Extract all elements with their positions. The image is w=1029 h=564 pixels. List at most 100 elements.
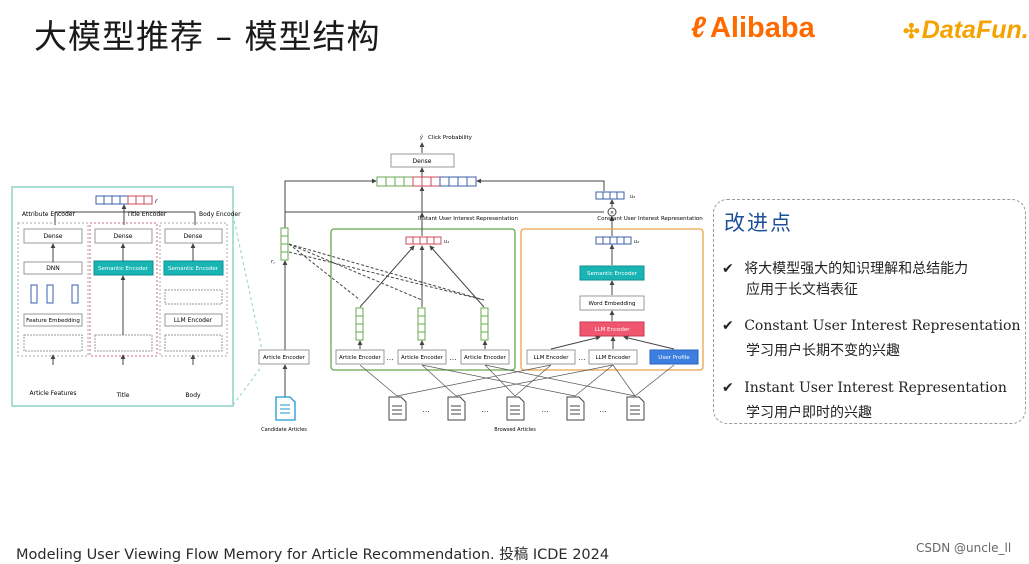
check-icon: ✔ <box>722 261 734 277</box>
article-features-label: Article Features <box>30 390 77 397</box>
check-icon: ✔ <box>722 380 734 396</box>
paper-citation: Modeling User Viewing Flow Memory for Ar… <box>16 547 610 563</box>
svg-text:u₂: u₂ <box>634 239 639 245</box>
improvement-2-line-2: 学习用户长期不变的兴趣 <box>746 343 900 359</box>
llm-encoder-box-2 <box>588 349 638 365</box>
browsed-article-encoder-2-label: Article Encoder <box>401 355 444 361</box>
body-dense-label: Dense <box>184 233 203 240</box>
title-semantic-encoder-label: Semantic Encoder <box>98 266 149 272</box>
doc-encoder-links <box>359 364 675 397</box>
browsed-vector-2 <box>417 307 426 341</box>
title-encoder-label: Title Encoder <box>126 211 167 218</box>
ellipsis-1: … <box>387 354 394 362</box>
browsed-articles-label: Browsed Articles <box>494 427 536 433</box>
body-semantic-encoder-label: Semantic Encoder <box>168 266 219 272</box>
top-dense-label: Dense <box>413 158 432 165</box>
llm-encoder-red-label: LLM Encoder <box>594 327 630 333</box>
instant-interest-module <box>330 228 516 371</box>
browsed-article-encoder-3-label: Article Encoder <box>464 355 507 361</box>
user-profile-block <box>649 349 699 365</box>
doc-ellipsis-3: … <box>542 406 549 414</box>
user-profile-label: User Profile <box>658 355 690 361</box>
browsed-article-encoder-1 <box>335 349 385 365</box>
llm-encoder-box-2-label: LLM Encoder <box>595 355 631 361</box>
llm-encoder-red-block <box>579 321 645 337</box>
browsed-doc-icon-5 <box>626 396 645 421</box>
llm-encoder-box-1 <box>526 349 576 365</box>
semantic-encoder-label: Semantic Encoder <box>587 271 638 277</box>
browsed-doc-icon-1 <box>388 396 407 421</box>
csdn-credit: CSDN @uncle_ll <box>916 541 1012 555</box>
body-input-tokens <box>164 334 223 352</box>
title-dense-label: Dense <box>114 233 133 240</box>
title-dense-block <box>94 228 153 244</box>
candidate-article-encoder <box>258 349 310 365</box>
output-vector-label: r <box>155 198 158 205</box>
body-dense-block <box>164 228 223 244</box>
word-embedding-label: Word Embedding <box>588 301 635 307</box>
browsed-article-encoder-2 <box>397 349 447 365</box>
doc-ellipsis-2: … <box>482 406 489 414</box>
browsed-article-encoder-3 <box>460 349 510 365</box>
improvement-item-1: ✔ 将大模型强大的知识理解和总结能力 <box>722 258 968 278</box>
check-icon: ✔ <box>722 318 734 334</box>
alibaba-mark-icon: ℓ <box>691 12 706 44</box>
attr-input-tokens <box>23 334 83 352</box>
body-input-label: Body <box>185 392 201 399</box>
improvement-item-2: ✔ Constant User Interest Representation <box>722 318 1020 334</box>
browsed-vector-3 <box>480 307 489 341</box>
body-encoder-label: Body Encoder <box>199 211 241 218</box>
constant-interest-module <box>520 228 704 371</box>
svg-text:u₂: u₂ <box>630 194 635 200</box>
improvement-3-line-2: 学习用户即时的兴趣 <box>746 405 872 421</box>
llm-encoder-box-1-label: LLM Encoder <box>533 355 569 361</box>
attr-vec-2 <box>46 284 54 304</box>
instant-user-vector: u₁ <box>405 236 449 245</box>
zoom-line-bottom <box>232 365 263 406</box>
title-input-label: Title <box>116 392 130 399</box>
attr-vec-1 <box>30 284 38 304</box>
title-input-tokens <box>94 334 153 352</box>
constant-interest-vector: u₂ <box>595 236 639 245</box>
datafun-logo: ✣DataFun. <box>903 16 1029 45</box>
concatenated-vector <box>376 176 477 187</box>
improvement-item-3: ✔ Instant User Interest Representation <box>722 380 1007 396</box>
browsed-vector-1 <box>355 307 364 341</box>
body-llm-encoder-label: LLM Encoder <box>174 317 213 324</box>
attr-dense-label: Dense <box>44 233 63 240</box>
candidate-articles-label: Candidate Articles <box>261 427 307 433</box>
instant-interest-label: Instant User Interest Representation <box>418 216 518 222</box>
improvements-box <box>713 199 1026 424</box>
feature-embedding-label: Feature Embedding <box>26 318 80 324</box>
svg-text:×: × <box>610 210 614 216</box>
multiply-node <box>607 207 617 217</box>
browsed-doc-icons: … … … … <box>388 396 645 421</box>
ellipsis-2: … <box>450 354 457 362</box>
dnn-label: DNN <box>46 265 60 272</box>
body-llm-encoder-block <box>164 313 223 327</box>
constant-interest-label: Constant User Interest Representation <box>597 216 703 222</box>
doc-ellipsis-4: … <box>600 406 607 414</box>
zoom-line-top <box>232 214 263 351</box>
improvements-title: 改进点 <box>724 211 793 235</box>
output-vector-r: r <box>95 195 158 205</box>
feature-embedding-block <box>23 313 83 327</box>
browsed-doc-icon-3 <box>506 396 525 421</box>
browsed-doc-icon-4 <box>566 396 585 421</box>
doc-ellipsis-1: … <box>423 406 430 414</box>
browsed-doc-icon-2 <box>447 396 466 421</box>
slide-title: 大模型推荐 – 模型结构 <box>34 17 381 56</box>
svg-text:r꜀: r꜀ <box>271 259 275 265</box>
datafun-logo-text: DataFun. <box>921 16 1029 44</box>
click-probability-label: Click Probability <box>428 135 473 141</box>
alibaba-logo-text: Alibaba <box>709 12 815 44</box>
body-word-tokens <box>164 289 223 305</box>
attr-dense-block <box>23 228 83 244</box>
svg-text:u₁: u₁ <box>444 239 449 245</box>
top-dense-block <box>390 153 455 168</box>
datafun-mark-icon: ✣ <box>903 21 920 43</box>
word-embedding-block <box>579 295 645 311</box>
improvement-2-line-1: Constant User Interest Representation <box>744 318 1021 334</box>
